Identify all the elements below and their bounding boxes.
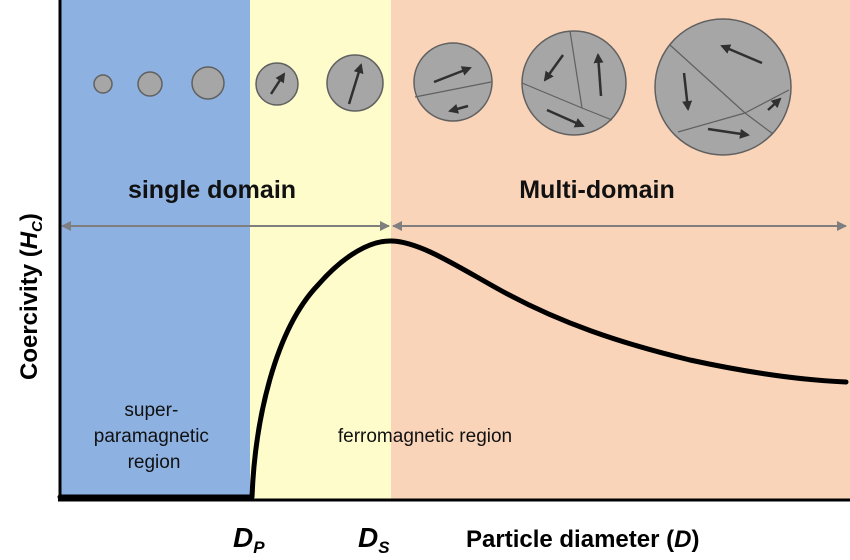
particle-small xyxy=(93,74,113,94)
magnetization-arrow-icon xyxy=(433,66,472,84)
particle-three-domains xyxy=(521,30,627,136)
ds-tick-label: DS xyxy=(358,522,390,557)
single-domain-label: single domain xyxy=(128,176,296,204)
particle-sequence xyxy=(93,18,792,156)
particle-single-domain xyxy=(255,62,299,106)
superparamagnetic-region-label: super- paramagnetic region xyxy=(94,400,214,473)
y-axis-title: Coercivity (HC) xyxy=(16,213,46,380)
dp-tick-label: DP xyxy=(233,522,265,557)
particle-small xyxy=(137,71,163,97)
particle-single-domain xyxy=(326,54,384,112)
magnetization-arrow-icon xyxy=(546,108,585,128)
magnetization-arrow-icon xyxy=(543,54,565,82)
magnetization-arrow-icon xyxy=(448,104,469,114)
magnetization-arrow-icon xyxy=(767,97,782,111)
magnetization-arrow-icon xyxy=(347,63,364,105)
magnetization-arrow-icon xyxy=(682,72,693,111)
coercivity-curve xyxy=(57,238,849,500)
magnetization-arrow-icon xyxy=(269,72,286,95)
magnetization-arrow-icon xyxy=(707,127,750,139)
particle-four-domains xyxy=(654,18,792,156)
particle-two-domains xyxy=(413,42,493,122)
magnetization-arrow-icon xyxy=(720,44,763,65)
magnetization-arrow-icon xyxy=(593,53,604,97)
ferromagnetic-region-label: ferromagnetic region xyxy=(338,426,512,447)
multi-domain-label: Multi-domain xyxy=(519,176,675,204)
x-axis-title: Particle diameter (D) xyxy=(466,526,699,553)
particle-small xyxy=(191,66,225,100)
